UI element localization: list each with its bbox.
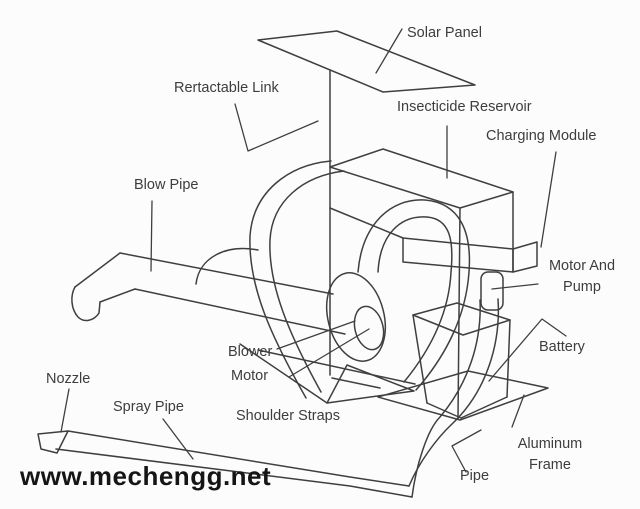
leader-retractable-link (234, 103, 319, 152)
battery-bottom-right (460, 396, 508, 419)
label-blower: Blower (228, 344, 273, 360)
strap-right-inner (377, 216, 453, 383)
nozzle-tip (37, 430, 69, 454)
leader-nozzle (60, 388, 70, 433)
label-shoulder-straps: Shoulder Straps (236, 408, 340, 424)
label-motor-and-pump-line1: Motor And (548, 258, 616, 274)
battery-box (412, 302, 511, 419)
label-aluminum-frame-line1: Aluminum (517, 436, 583, 452)
solar-panel-shape (257, 30, 476, 93)
shoulder-strap-right (357, 199, 471, 391)
flexible-pipe-outer (408, 298, 500, 487)
pump-unit (480, 271, 504, 311)
blower-casing-arc (195, 247, 259, 285)
charging-module-end (512, 241, 538, 273)
spray-pipe-bottom (55, 448, 413, 498)
blow-pipe-top (119, 252, 334, 295)
nozzle-outline (37, 430, 69, 454)
pump-body (480, 271, 504, 311)
strap-right-outer (357, 199, 471, 391)
label-motor-and-pump: Motor And Pump (532, 256, 632, 298)
label-aluminum-frame: Aluminum Frame (504, 434, 596, 476)
motor-inner-ring (353, 305, 385, 351)
leader-blow-pipe (150, 200, 153, 272)
charging-module-box (402, 237, 538, 273)
leader-aluminum-frame (511, 394, 525, 428)
battery-bottom-left (426, 402, 462, 419)
strap-loop-line-b (257, 349, 416, 385)
leader-motor-and-pump (491, 283, 539, 290)
label-pipe: Pipe (460, 468, 490, 484)
label-solar-panel: Solar Panel (407, 25, 482, 41)
strap-left-inner (269, 170, 345, 393)
reservoir-box (329, 148, 514, 420)
strap-loop-line-a (239, 343, 328, 404)
frame-platform (377, 370, 549, 421)
leader-blower (276, 320, 356, 350)
blow-pipe-shape (71, 252, 346, 335)
leader-battery (488, 318, 567, 382)
leader-solar-panel (375, 28, 403, 74)
blow-pipe-elbow-top (74, 252, 121, 288)
aluminum-frame-shape (331, 370, 549, 421)
battery-left-edge (412, 314, 428, 404)
watermark-text: www.mechengg.net (20, 461, 272, 491)
label-charging-module: Charging Module (486, 128, 597, 144)
blower-outer-ring (325, 272, 387, 362)
reservoir-shelf-line (329, 207, 404, 239)
leader-pipe (451, 429, 482, 473)
flexible-pipe-shape (408, 298, 500, 498)
label-retractable-link: Rertactable Link (174, 80, 279, 96)
label-nozzle: Nozzle (46, 371, 91, 387)
blower-assembly (195, 247, 387, 362)
blow-pipe-elbow-inner (99, 288, 136, 303)
spray-pipe-top (67, 430, 410, 487)
leader-charging-module (540, 151, 557, 248)
charging-module-front (402, 237, 514, 273)
battery-top-face (412, 302, 511, 336)
leader-spray-pipe (162, 418, 194, 460)
label-motor-and-pump-line2: Pump (563, 279, 601, 295)
strap-loop (239, 343, 416, 404)
leader-lines (60, 28, 567, 473)
label-motor: Motor (231, 368, 269, 384)
label-blow-pipe: Blow Pipe (134, 177, 199, 193)
solar-panel-outline (257, 30, 476, 93)
blow-pipe-bottom (134, 288, 346, 335)
blow-pipe-elbow-cap (71, 286, 101, 322)
label-aluminum-frame-line2: Frame (529, 457, 571, 473)
spray-pipe-shape (55, 430, 413, 498)
label-spray-pipe: Spray Pipe (113, 399, 184, 415)
label-battery: Battery (539, 339, 585, 355)
strap-loop-triangle (326, 364, 415, 404)
flexible-pipe-inner (411, 299, 481, 498)
leader-motor (288, 328, 370, 378)
label-insecticide-reservoir: Insecticide Reservoir (397, 99, 532, 115)
